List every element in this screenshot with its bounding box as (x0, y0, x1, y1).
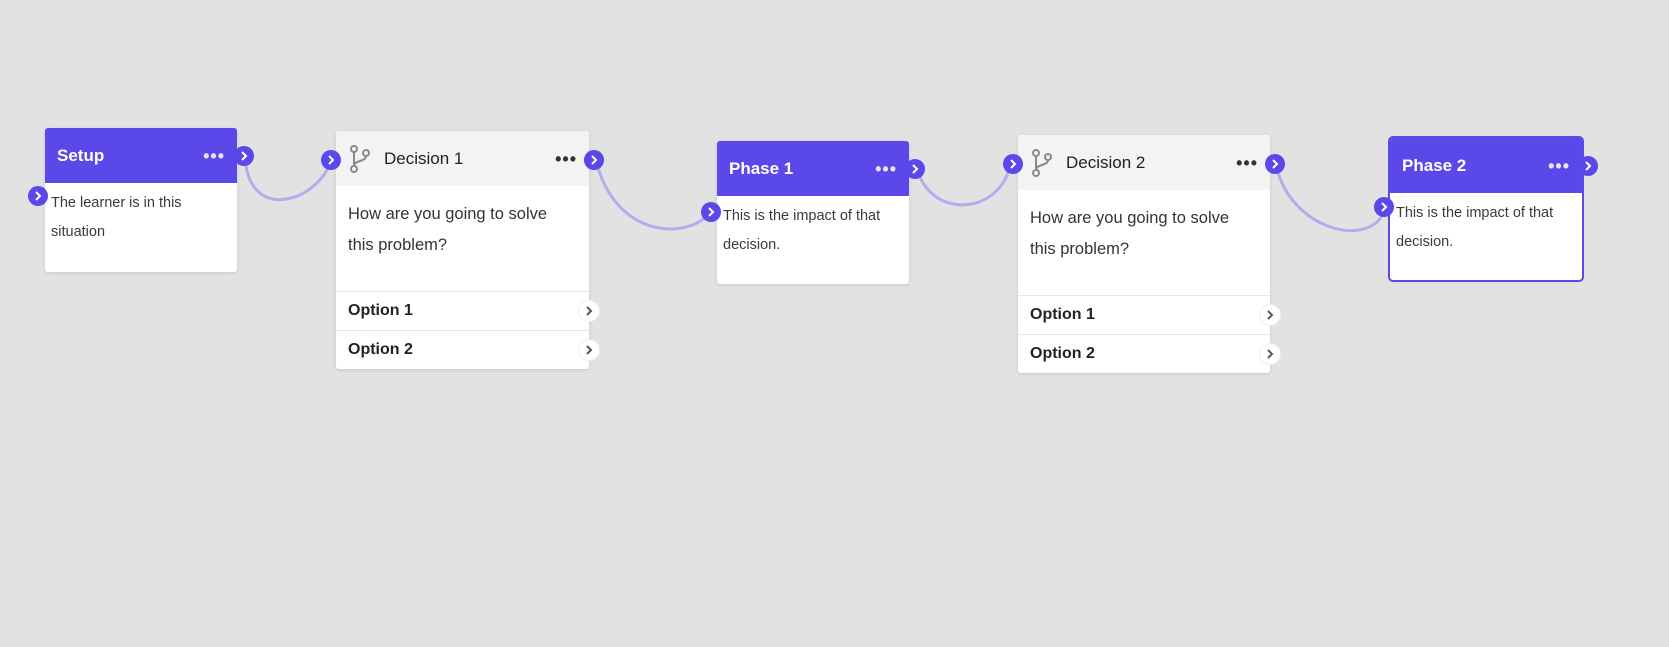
connector-decision1-phase1 (594, 159, 712, 231)
node-phase-2-header[interactable]: Phase 2 ••• (1390, 138, 1582, 193)
output-port[interactable] (1578, 156, 1598, 176)
node-body-text: The learner is in this situation (51, 195, 182, 240)
input-port[interactable] (701, 202, 721, 222)
decision-option[interactable]: Option 1 (1018, 295, 1280, 334)
connector-decision2-phase2 (1274, 164, 1387, 233)
chevron-right-icon (1272, 159, 1279, 169)
decision-option[interactable]: Option 2 (1018, 334, 1280, 373)
node-title: Phase 1 (729, 158, 794, 178)
node-body-text: This is the impact of that decision. (1396, 205, 1554, 250)
output-port[interactable] (584, 150, 604, 170)
output-port[interactable] (1265, 154, 1285, 174)
chevron-right-icon (586, 306, 593, 316)
chevron-right-icon (241, 151, 248, 161)
more-horizontal-icon[interactable]: ••• (1236, 152, 1258, 173)
chevron-right-icon (1381, 202, 1388, 212)
input-port[interactable] (321, 150, 341, 170)
chevron-right-icon (328, 155, 335, 165)
more-horizontal-icon[interactable]: ••• (875, 158, 897, 179)
input-port[interactable] (1003, 154, 1023, 174)
chevron-right-icon (1267, 349, 1274, 359)
node-decision-1[interactable]: Decision 1 ••• How are you going to solv… (321, 131, 604, 369)
git-branch-icon (1032, 148, 1052, 177)
more-horizontal-icon[interactable]: ••• (203, 145, 225, 166)
connector-setup-decision1 (243, 157, 333, 202)
option-port[interactable] (1260, 305, 1280, 325)
node-title: Decision 2 (1066, 152, 1146, 172)
node-title: Phase 2 (1402, 155, 1467, 175)
option-label: Option 2 (1030, 345, 1095, 362)
node-phase-1[interactable]: Phase 1 ••• This is the impact of that d… (701, 141, 925, 284)
chevron-right-icon (912, 164, 919, 174)
node-setup-header[interactable]: Setup ••• (45, 128, 237, 183)
decision-option[interactable]: Option 2 (336, 330, 599, 369)
output-port[interactable] (234, 146, 254, 166)
node-body-text: This is the impact of that decision. (723, 208, 881, 253)
option-port[interactable] (1260, 344, 1280, 364)
decision-question: How are you going to solve this problem? (348, 205, 548, 254)
output-port[interactable] (905, 159, 925, 179)
option-label: Option 1 (1030, 306, 1095, 323)
more-horizontal-icon[interactable]: ••• (1548, 155, 1570, 176)
git-branch-icon (350, 144, 370, 173)
input-port[interactable] (1374, 197, 1394, 217)
decision-question: How are you going to solve this problem? (1030, 209, 1230, 258)
node-title: Setup (57, 145, 105, 165)
option-port[interactable] (579, 301, 599, 321)
more-horizontal-icon[interactable]: ••• (555, 148, 577, 169)
node-decision-2[interactable]: Decision 2 ••• How are you going to solv… (1003, 135, 1285, 373)
option-port[interactable] (579, 340, 599, 360)
node-decision-1-header[interactable]: Decision 1 ••• (336, 131, 589, 186)
node-phase-1-header[interactable]: Phase 1 ••• (717, 141, 909, 196)
option-label: Option 2 (348, 341, 413, 358)
chevron-right-icon (586, 345, 593, 355)
node-decision-2-header[interactable]: Decision 2 ••• (1018, 135, 1270, 190)
chevron-right-icon (1010, 159, 1017, 169)
chevron-right-icon (708, 207, 715, 217)
node-title: Decision 1 (384, 148, 464, 168)
decision-option[interactable]: Option 1 (336, 291, 599, 330)
chevron-right-icon (1267, 310, 1274, 320)
input-port[interactable] (28, 186, 48, 206)
node-setup[interactable]: Setup ••• The learner is in this situati… (28, 128, 254, 272)
option-label: Option 1 (348, 302, 413, 319)
chevron-right-icon (1585, 161, 1592, 171)
chevron-right-icon (35, 191, 42, 201)
connector-phase1-decision2 (915, 164, 1012, 207)
chevron-right-icon (591, 155, 598, 165)
node-phase-2[interactable]: Phase 2 ••• This is the impact of that d… (1374, 136, 1598, 282)
